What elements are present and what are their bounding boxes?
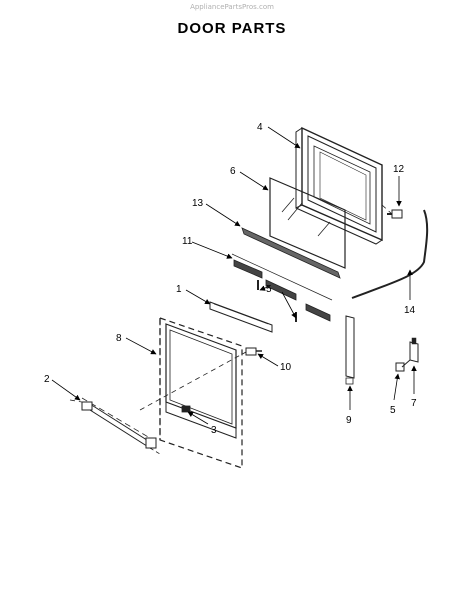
part-3-screw: [181, 405, 191, 413]
assembly-lines: [69, 204, 393, 411]
callout-1: 1: [176, 284, 182, 295]
callout-12: 12: [393, 164, 405, 175]
part-2-lower-rod: [81, 397, 161, 455]
watermark: AppliancePartsPros.com: [190, 3, 274, 11]
callout-6: 6: [230, 166, 236, 177]
leader-lines: [51, 126, 417, 425]
callout-11: 11: [182, 236, 193, 247]
callout-8: 8: [116, 333, 122, 344]
part-10-hinge-screw: [245, 347, 262, 356]
part-6-glass-panel: [269, 177, 346, 269]
callout-14: 14: [404, 305, 416, 316]
callout-7: 7: [411, 398, 417, 409]
part-5-switch-screw: [395, 359, 411, 372]
part-8-inner-door-liner: [159, 317, 243, 469]
part-13-trim-strip: [241, 227, 341, 279]
part-9-hinge: [345, 315, 355, 385]
part-7-switch: [409, 337, 419, 363]
callout-3: 3: [211, 425, 217, 436]
part-1-handle: [209, 301, 273, 333]
diagram-title: DOOR PARTS: [177, 20, 287, 37]
part-11-vent-pieces: [231, 253, 333, 322]
callout-5-switch: 5: [390, 405, 396, 416]
callout-9: 9: [346, 415, 352, 426]
callout-4: 4: [257, 122, 263, 133]
part-14-gasket: [351, 209, 429, 299]
callout-5-vent: 5: [266, 284, 272, 295]
callout-10: 10: [280, 362, 292, 373]
callout-2: 2: [44, 374, 50, 385]
callout-13: 13: [192, 198, 204, 209]
part-4-outer-door-panel: [295, 126, 383, 245]
